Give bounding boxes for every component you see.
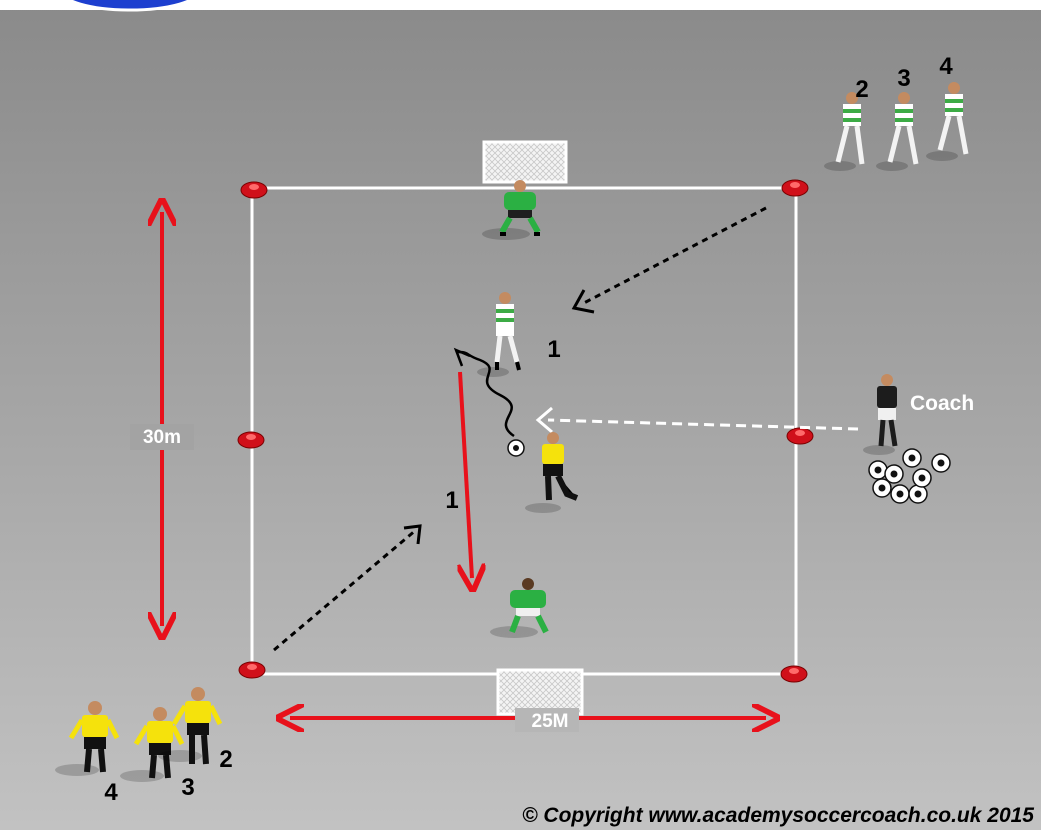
player-icon — [490, 578, 549, 638]
ball-icon — [872, 478, 892, 498]
dribble-path-head — [453, 347, 471, 367]
coach-pass-arrow-head — [535, 406, 553, 434]
yellow-queue-label-3: 3 — [181, 774, 194, 801]
player-icon — [55, 701, 120, 776]
active-yellow-number: 1 — [445, 487, 458, 514]
ball-icon — [908, 484, 928, 504]
pass-arrow-red — [460, 371, 472, 578]
run-arrow-yellow — [273, 528, 417, 652]
yellow-queue-label-4: 4 — [104, 779, 118, 806]
green-queue-label-3: 3 — [897, 65, 910, 92]
ball-icon — [507, 439, 525, 457]
cone-icon — [786, 427, 814, 445]
height-label: 30m — [143, 427, 181, 448]
cone-icon — [238, 661, 266, 679]
width-label: 25M — [532, 711, 569, 732]
coach-label: Coach — [910, 392, 974, 415]
ball-icon — [884, 464, 904, 484]
width-label-bg — [515, 708, 579, 732]
player-icon — [876, 92, 919, 171]
goal-icon — [482, 140, 568, 184]
top-strip — [0, 0, 1041, 10]
active-green-number: 1 — [547, 336, 560, 363]
green-queue-label-2: 2 — [855, 76, 868, 103]
ball-icon — [868, 460, 888, 480]
cone-icon — [780, 665, 808, 683]
player-icon — [926, 82, 969, 161]
player-icon — [120, 707, 185, 782]
run-arrow-yellow-head — [403, 524, 422, 545]
green-queue-label-4: 4 — [939, 53, 953, 80]
logo — [66, 0, 194, 12]
ball-icon — [890, 484, 910, 504]
player-icon — [477, 292, 521, 377]
run-arrow-green — [581, 206, 767, 306]
copyright-text: © Copyright www.academysoccercoach.co.uk… — [522, 804, 1034, 827]
cone-icon — [237, 431, 265, 449]
cone-icon — [781, 179, 809, 197]
coach-pass-arrow — [547, 418, 859, 431]
cone-icon — [240, 181, 268, 199]
goal-icon — [496, 668, 584, 716]
run-arrow-green-head — [571, 289, 595, 314]
player-icon — [525, 432, 579, 513]
player-icon — [863, 374, 898, 455]
player-icon — [482, 180, 541, 240]
height-label-bg — [130, 424, 194, 450]
ball-icon — [931, 453, 951, 473]
yellow-queue-label-2: 2 — [219, 746, 232, 773]
ball-icon — [902, 448, 922, 468]
ball-icon — [912, 468, 932, 488]
player-icon — [158, 687, 223, 765]
player-icon — [824, 92, 865, 171]
